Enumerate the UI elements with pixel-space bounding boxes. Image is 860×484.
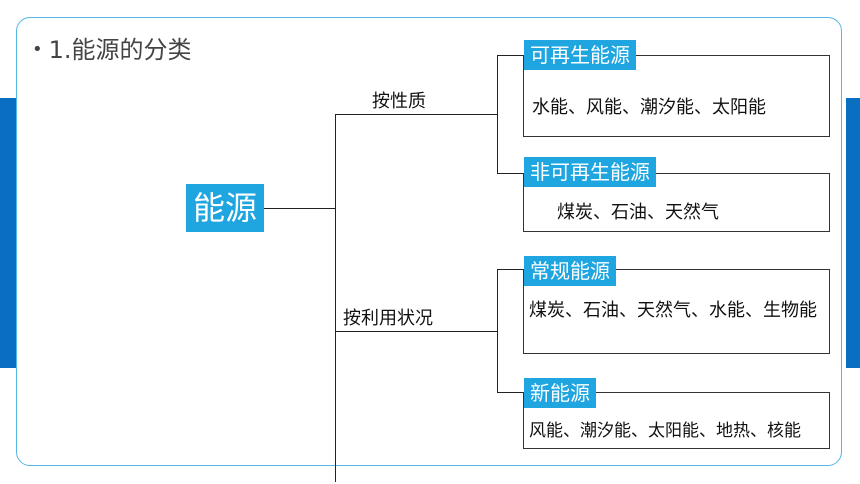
category-box-new: 风能、潮汐能、太阳能、地热、核能 [523, 392, 830, 449]
category-tag-new: 新能源 [524, 378, 596, 408]
category-content-conventional: 煤炭、石油、天然气、水能、生物能 [529, 300, 817, 321]
heading-text: 1.能源的分类 [48, 36, 192, 64]
stub-renewable [497, 55, 524, 56]
nature-split [497, 55, 498, 174]
category-tag-renewable: 可再生能源 [524, 40, 636, 70]
usage-split [497, 269, 498, 393]
category-content-nonrenewable: 煤炭、石油、天然气 [557, 202, 719, 223]
category-tag-conventional: 常规能源 [524, 256, 616, 286]
branch-label-usage: 按利用状况 [343, 308, 433, 329]
main-trunk [335, 114, 336, 482]
left-side-band [0, 98, 16, 368]
stub-new [497, 392, 524, 393]
section-heading: •1.能源的分类 [32, 30, 192, 65]
category-box-nonrenewable: 煤炭、石油、天然气 [523, 173, 830, 232]
root-connector [264, 208, 336, 209]
bullet-icon: • [32, 39, 43, 60]
branch-connector-usage [335, 331, 498, 332]
category-tag-nonrenewable: 非可再生能源 [524, 157, 656, 187]
right-side-band [846, 98, 860, 368]
stub-conventional [497, 269, 524, 270]
branch-label-nature: 按性质 [372, 91, 426, 112]
stub-nonrenewable [497, 173, 524, 174]
category-content-new: 风能、潮汐能、太阳能、地热、核能 [529, 421, 801, 441]
category-content-renewable: 水能、风能、潮汐能、太阳能 [532, 97, 766, 118]
root-node: 能源 [186, 184, 264, 232]
branch-connector-nature [335, 114, 498, 115]
